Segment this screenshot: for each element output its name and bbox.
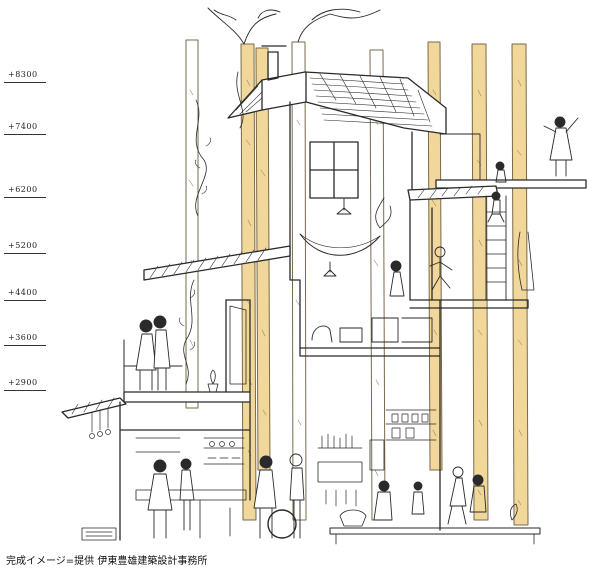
left-wing [61,245,291,541]
figure [487,191,505,223]
log-column [511,43,529,526]
figure [411,481,425,515]
human-figures [135,116,579,539]
figure [469,474,487,513]
figure [543,116,579,177]
level-line [4,134,46,135]
log-texture [188,79,523,506]
central-house [227,45,447,357]
level-label: +4400 [8,288,38,297]
right-wing [317,133,587,545]
potted-plants [207,369,518,521]
level-label: +5200 [8,241,38,250]
image-credit-caption: 完成イメージ=提供 伊東豊雄建築設計事務所 [6,556,208,567]
log-column [471,43,489,521]
bicycle-wheel [267,509,297,539]
log-column [185,39,199,409]
figure [179,458,195,531]
level-line [4,390,46,391]
level-line [4,300,46,301]
level-line [4,345,46,346]
figure [253,455,277,539]
level-line [4,253,46,254]
level-label: +6200 [8,185,38,194]
tree-branches [207,7,381,45]
figure [289,453,305,539]
level-label: +8300 [8,70,38,79]
log-column [291,41,307,521]
figure [147,459,173,539]
figure [135,319,157,391]
figure [373,480,393,521]
level-line [4,82,46,83]
figure [429,246,453,291]
figure [389,260,405,297]
log-column [427,41,443,471]
figure [153,315,171,391]
level-label: +3600 [8,333,38,342]
climbing-vines [178,71,244,385]
level-line [4,197,46,198]
figure [495,161,507,183]
figure [447,466,467,525]
level-label: +7400 [8,122,38,131]
level-label: +2900 [8,378,38,387]
